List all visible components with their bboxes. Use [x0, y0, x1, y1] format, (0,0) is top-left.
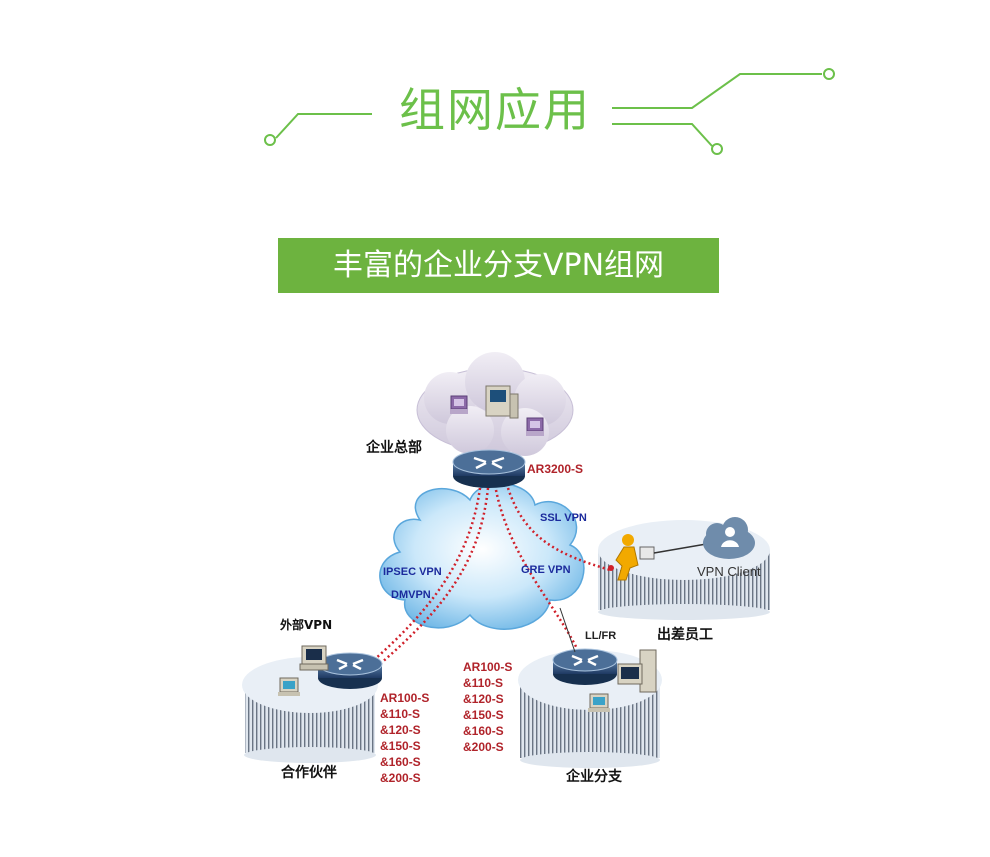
hq-router-model: AR3200-S [527, 462, 584, 476]
partner-label: 合作伙伴 [281, 765, 337, 781]
link-gre-branch [494, 489, 582, 656]
hq-computer-icon [526, 417, 544, 436]
left-circuit-node [264, 134, 276, 146]
gre-vpn-label: GRE VPN [521, 564, 571, 576]
branch-router-icon [552, 648, 618, 685]
vpn-client-label: VPN Client [697, 564, 761, 579]
partner-computer-icon [299, 645, 329, 671]
model-item: &150-S [463, 708, 504, 722]
branch-model-list: AR100-S &110-S &120-S &150-S &160-S &200… [463, 659, 512, 755]
partner-computer-icon [278, 677, 300, 696]
partner-vpn-label: 外部VPN [280, 618, 333, 632]
llfr-line [559, 607, 576, 653]
llfr-label: LL/FR [585, 630, 617, 642]
hq-server-icon [485, 385, 519, 419]
branch-server-icon [617, 649, 657, 693]
partner-router-icon [317, 652, 383, 689]
page-title: 组网应用 [399, 83, 591, 137]
right-circuit-node-top [823, 68, 835, 80]
model-item: &200-S [380, 771, 421, 785]
right-circuit-node-bottom [711, 143, 723, 155]
link-ssl-traveler [506, 487, 611, 572]
branch-computer-icon [588, 693, 610, 712]
dmvpn-label: DMVPN [391, 589, 431, 601]
ipsec-vpn-label: IPSEC VPN [383, 566, 442, 578]
header-decoration [264, 68, 835, 155]
model-item: &110-S [463, 676, 504, 690]
model-item: &110-S [380, 707, 421, 721]
model-item: AR100-S [380, 691, 430, 705]
model-item: &150-S [380, 739, 421, 753]
model-item: &160-S [380, 755, 421, 769]
branch-label: 企业分支 [566, 769, 622, 785]
right-circuit-line-top [612, 73, 822, 109]
model-item: &120-S [380, 723, 421, 737]
partner-model-list: AR100-S &110-S &120-S &150-S &160-S &200… [380, 690, 429, 786]
banner-title: 丰富的企业分支VPN组网 [278, 238, 719, 293]
hq-router-icon [452, 449, 526, 488]
model-item: &200-S [463, 740, 504, 754]
right-circuit-line-bottom [612, 123, 713, 147]
ssl-vpn-label: SSL VPN [540, 512, 587, 524]
left-circuit-line [275, 113, 372, 139]
model-item: &160-S [463, 724, 504, 738]
model-item: &120-S [463, 692, 504, 706]
hq-computer-icon [450, 395, 468, 414]
model-item: AR100-S [463, 660, 513, 674]
hq-label: 企业总部 [366, 440, 422, 456]
traveler-label: 出差员工 [657, 627, 713, 643]
link-ipsec-partner [373, 487, 482, 661]
vpn-client-icon [703, 517, 755, 559]
